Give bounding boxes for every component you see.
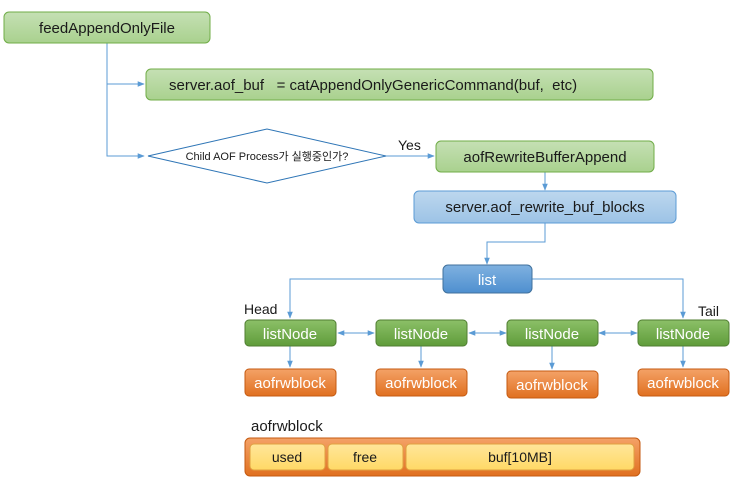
rewrite-buffer-append-box: aofRewriteBufferAppend — [435, 140, 655, 173]
block-label: aofrwblock — [516, 377, 588, 394]
rewrite-buf-blocks-box: server.aof_rewrite_buf_blocks — [413, 190, 677, 224]
list-node-label: listNode — [656, 326, 710, 343]
arrow-list-to-head — [287, 278, 443, 319]
connectors — [106, 43, 686, 370]
list-node-2: listNode — [375, 319, 468, 347]
field-used: used — [249, 443, 326, 471]
field-free: free — [327, 443, 404, 471]
list-node-3: listNode — [506, 319, 599, 347]
field-buf-label: buf[10MB] — [488, 449, 552, 465]
list-node-label: listNode — [263, 326, 317, 343]
aofrwblock-3: aofrwblock — [506, 370, 599, 399]
aof-buf-label: server.aof_buf = catAppendOnlyGenericCom… — [169, 77, 577, 94]
list-box: list — [442, 264, 533, 294]
field-buf: buf[10MB] — [405, 443, 635, 471]
list-label: list — [478, 272, 497, 289]
decision-diamond: Child AOF Process가 실행중인가? — [147, 128, 387, 184]
list-node-1: listNode — [244, 319, 337, 347]
aofrwblock-2: aofrwblock — [375, 368, 468, 397]
list-node-label: listNode — [394, 326, 448, 343]
tail-label: Tail — [698, 303, 719, 319]
arrow-feed-to-aofbuf — [106, 43, 145, 87]
head-label: Head — [244, 301, 277, 317]
feed-label: feedAppendOnlyFile — [39, 20, 175, 37]
buf-blocks-label: server.aof_rewrite_buf_blocks — [445, 199, 644, 216]
feed-append-only-file-box: feedAppendOnlyFile — [3, 11, 211, 44]
block-label: aofrwblock — [647, 375, 719, 392]
block-label: aofrwblock — [254, 375, 326, 392]
aofrwblock-4: aofrwblock — [637, 368, 730, 397]
field-used-label: used — [272, 449, 302, 465]
rewrite-append-label: aofRewriteBufferAppend — [463, 149, 626, 166]
arrow-list-to-tail — [532, 278, 686, 319]
decision-label: Child AOF Process가 실행중인가? — [186, 150, 349, 163]
aof-buf-box: server.aof_buf = catAppendOnlyGenericCom… — [145, 68, 654, 101]
list-node-4: listNode — [637, 319, 730, 347]
list-node-label: listNode — [525, 326, 579, 343]
aofrwblock-1: aofrwblock — [244, 368, 337, 397]
aofrwblock-struct: used free buf[10MB] — [244, 437, 641, 477]
block-label: aofrwblock — [385, 375, 457, 392]
field-free-label: free — [353, 449, 377, 465]
arrow-blocks-to-list — [484, 223, 546, 265]
yes-label: Yes — [398, 137, 421, 153]
struct-title: aofrwblock — [251, 418, 323, 435]
arrow-feed-to-decision — [106, 84, 145, 159]
